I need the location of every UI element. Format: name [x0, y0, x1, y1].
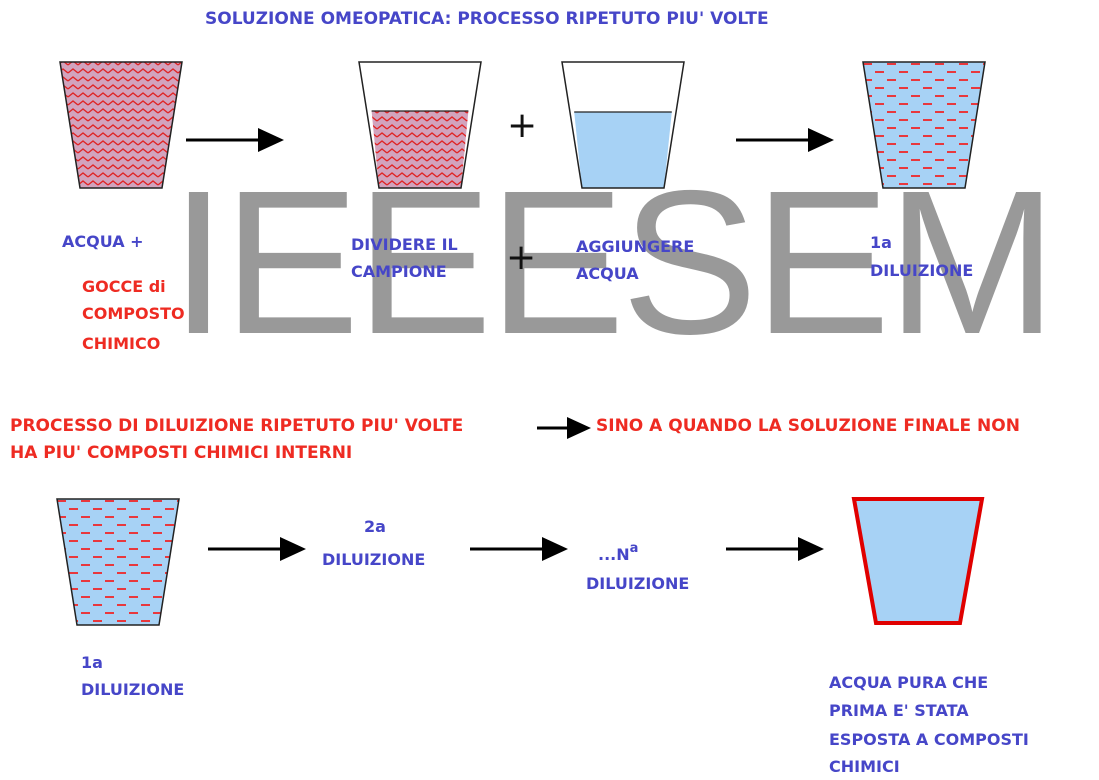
- process-line-2: HA PIU' COMPOSTI CHIMICI INTERNI: [10, 443, 353, 463]
- cup-chemical-icon: [59, 61, 183, 189]
- arrow-right-icon: [537, 417, 591, 439]
- label-dividere-2: CAMPIONE: [351, 262, 447, 281]
- cup-diluted-icon: [56, 498, 180, 626]
- label-dividere-1: DIVIDERE IL: [351, 235, 458, 254]
- plus-sign: +: [507, 105, 538, 146]
- arrow-right-icon: [736, 128, 834, 152]
- arrow-right-icon: [186, 128, 284, 152]
- label-diluizione-n: ...Na: [598, 536, 638, 567]
- label-gocce-2: COMPOSTO: [82, 304, 185, 323]
- label-acqua-pura-1: ACQUA PURA CHE: [829, 673, 989, 692]
- label-acqua-pura-4: CHIMICI: [829, 757, 900, 776]
- label-aggiungere-1: AGGIUNGERE: [576, 237, 695, 256]
- label-gocce-3: CHIMICO: [82, 334, 161, 353]
- label-gocce-1: GOCCE di: [82, 277, 166, 296]
- process-line-1a: PROCESSO DI DILUIZIONE RIPETUTO PIU' VOL…: [10, 416, 464, 436]
- label-diluizione2: DILUIZIONE: [322, 550, 426, 569]
- label-row2-diluizione1-num: 1a: [81, 653, 103, 672]
- label-row2-diluizione1: DILUIZIONE: [81, 680, 185, 699]
- cup-water-icon: [561, 61, 685, 189]
- plus-sign: +: [506, 237, 537, 278]
- cup-pure-water-icon: [851, 497, 985, 625]
- arrow-right-icon: [726, 537, 824, 561]
- label-diluizione1-num: 1a: [870, 233, 892, 252]
- arrow-right-icon: [208, 537, 306, 561]
- process-line-1b: SINO A QUANDO LA SOLUZIONE FINALE NON: [596, 416, 1020, 436]
- label-acqua-pura-3: ESPOSTA A COMPOSTI: [829, 730, 1029, 749]
- label-acqua-pura-2: PRIMA E' STATA: [829, 701, 969, 720]
- cup-divided-icon: [358, 61, 482, 189]
- watermark-text: IEEESEM: [170, 148, 1057, 377]
- arrow-right-icon: [470, 537, 568, 561]
- cup-diluted-icon: [862, 61, 986, 189]
- label-acqua-plus: ACQUA +: [62, 232, 144, 251]
- label-diluizione-n-sup: a: [629, 541, 639, 556]
- label-diluizione-n-text: DILUIZIONE: [586, 574, 690, 593]
- label-aggiungere-2: ACQUA: [576, 264, 639, 283]
- page-title: SOLUZIONE OMEOPATICA: PROCESSO RIPETUTO …: [205, 9, 769, 29]
- label-diluizione1: DILUIZIONE: [870, 261, 974, 280]
- label-diluizione2-num: 2a: [364, 517, 386, 536]
- label-diluizione-n-prefix: ...N: [598, 545, 630, 564]
